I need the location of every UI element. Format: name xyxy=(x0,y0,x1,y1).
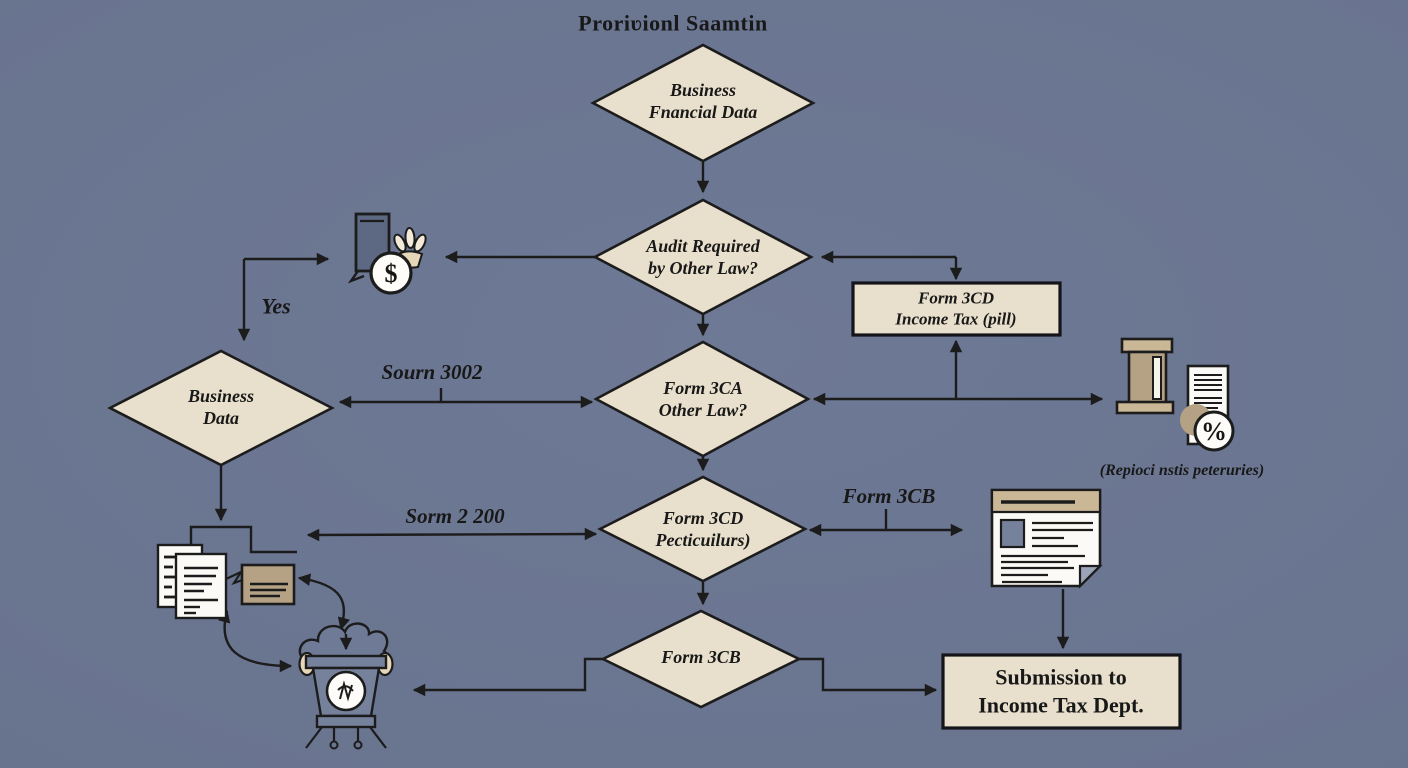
edge-label-sourn-3002: Sourn 3002 xyxy=(381,360,483,385)
diagram-title: Proriʋionl Saamtin xyxy=(578,10,768,36)
node-submission-shape xyxy=(941,653,1182,730)
caption-repioci: (Repioci nstis peteruries) xyxy=(1099,462,1265,480)
form-document-icon xyxy=(990,488,1103,589)
node-form-3ca-shape xyxy=(593,340,811,458)
folded-corner xyxy=(1078,564,1103,589)
dollar-circle xyxy=(369,251,413,295)
node-audit-required-shape xyxy=(592,198,814,316)
edges xyxy=(189,161,1104,697)
node-shapes xyxy=(107,43,1182,730)
node-label-form-3cd-income: Form 3CD Income Tax (pill) xyxy=(895,288,1017,328)
edge-label-form-3cb: Form 3CB xyxy=(842,484,936,509)
dollar-sign: $ xyxy=(385,259,398,288)
notes-card-icon xyxy=(240,563,296,606)
node-business-financial-data-shape xyxy=(590,43,816,163)
waste-bin-icon xyxy=(298,622,394,750)
curve-card-to-bin xyxy=(297,573,350,631)
edge-3cb-left-exit xyxy=(412,657,603,697)
bracket-connector xyxy=(189,525,297,557)
edge-label-sorm-2-200: Sorm 2 200 xyxy=(405,504,505,529)
pillar-percent-icon: % xyxy=(1115,337,1235,452)
node-label-business-financial-data: Business Fnancial Data xyxy=(648,80,758,122)
node-label-business-data: Business Data xyxy=(187,386,255,428)
node-label-form-3cd-particulars: Form 3CD Pecticuilurs) xyxy=(655,508,751,550)
node-label-form-3cb: Form 3CB xyxy=(661,647,741,668)
percent-circle xyxy=(1193,410,1235,452)
node-form-3cd-particulars-shape xyxy=(597,475,808,583)
edge-3cb-to-submission xyxy=(799,657,938,697)
documents-icon xyxy=(156,543,249,620)
node-label-form-3ca: Form 3CA Other Law? xyxy=(658,378,748,420)
node-form-3cb-shape xyxy=(600,609,802,709)
node-label-submission: Submission to Income Tax Dept. xyxy=(978,664,1144,718)
money-hand-icon: $ xyxy=(347,212,427,295)
curve-docs-to-bin xyxy=(218,609,293,673)
percent-sign: % xyxy=(1201,417,1227,446)
node-business-data-shape xyxy=(107,349,335,467)
node-form-3cd-income-shape xyxy=(851,281,1062,337)
edge-label-yes: Yes xyxy=(261,293,291,319)
edge-sorm-2-200 xyxy=(306,527,598,542)
node-label-audit-required: Audit Required by Other Law? xyxy=(646,236,760,278)
